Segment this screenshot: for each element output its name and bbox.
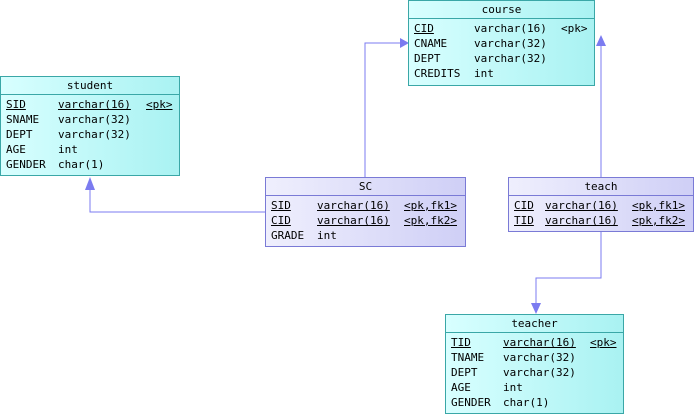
entity-attributes: CID varchar(16) <pk,fk1> TID varchar(16)… (509, 196, 693, 230)
attribute-type: varchar(16) (545, 214, 618, 227)
attribute-name: GENDER (6, 158, 46, 171)
attribute-row: SID varchar(16) <pk,fk1> (271, 198, 460, 213)
entity-student[interactable]: student SID varchar(16) <pk> SNAME varch… (0, 76, 180, 176)
attribute-key: <pk,fk2> (632, 214, 685, 227)
attribute-row: AGE int (6, 142, 174, 157)
entity-course[interactable]: course CID varchar(16) <pk> CNAME varcha… (408, 0, 595, 86)
attribute-type: varchar(32) (503, 366, 576, 379)
attribute-row: TNAME varchar(32) (451, 350, 618, 365)
entity-teach[interactable]: teach CID varchar(16) <pk,fk1> TID varch… (508, 177, 694, 232)
attribute-key: <pk> (561, 22, 588, 35)
attribute-name: GRADE (271, 229, 305, 242)
attribute-type: int (58, 143, 78, 156)
teach-to-teacher-connector (535, 205, 602, 306)
entity-sc[interactable]: SC SID varchar(16) <pk,fk1> CID varchar(… (265, 177, 466, 247)
attribute-row: TID varchar(16) <pk,fk2> (514, 213, 688, 228)
entity-teacher[interactable]: teacher TID varchar(16) <pk> TNAME varch… (445, 314, 624, 414)
attribute-name: SID (6, 98, 26, 111)
entity-attributes: SID varchar(16) <pk> SNAME varchar(32) D… (1, 95, 179, 174)
attribute-row: CREDITS int (414, 66, 589, 81)
entity-title: teach (509, 178, 693, 196)
attribute-type: varchar(32) (474, 52, 547, 65)
attribute-type: varchar(16) (545, 199, 618, 212)
attribute-name: TID (451, 336, 471, 349)
attribute-type: varchar(32) (503, 351, 576, 364)
attribute-row: GRADE int (271, 228, 460, 243)
attribute-type: char(1) (58, 158, 105, 171)
attribute-name: DEPT (6, 128, 33, 141)
attribute-row: DEPT varchar(32) (414, 51, 589, 66)
attribute-key: <pk> (590, 336, 617, 349)
arrowhead-student-icon (85, 177, 95, 190)
sc-to-student-connector (89, 185, 265, 213)
entity-title: course (409, 1, 594, 19)
attribute-name: CNAME (414, 37, 448, 50)
attribute-key: <pk> (146, 98, 173, 111)
entity-title: teacher (446, 315, 623, 333)
attribute-name: SNAME (6, 113, 40, 126)
attribute-type: char(1) (503, 396, 550, 409)
attribute-name: SID (271, 199, 291, 212)
attribute-row: DEPT varchar(32) (451, 365, 618, 380)
attribute-name: CID (514, 199, 534, 212)
attribute-name: TID (514, 214, 534, 227)
entity-title: student (1, 77, 179, 95)
attribute-row: DEPT varchar(32) (6, 127, 174, 142)
attribute-name: DEPT (414, 52, 441, 65)
attribute-row: SNAME varchar(32) (6, 112, 174, 127)
attribute-type: int (317, 229, 337, 242)
attribute-type: varchar(16) (317, 214, 390, 227)
entity-attributes: CID varchar(16) <pk> CNAME varchar(32) D… (409, 19, 594, 83)
attribute-row: GENDER char(1) (451, 395, 618, 410)
attribute-row: CID varchar(16) <pk,fk2> (271, 213, 460, 228)
attribute-row: GENDER char(1) (6, 157, 174, 172)
attribute-key: <pk,fk2> (404, 214, 457, 227)
attribute-type: varchar(16) (317, 199, 390, 212)
attribute-key: <pk,fk1> (632, 199, 685, 212)
arrowhead-course-left-icon (400, 38, 409, 48)
attribute-name: GENDER (451, 396, 491, 409)
attribute-type: varchar(32) (474, 37, 547, 50)
sc-to-course-connector (364, 42, 402, 177)
arrowhead-course-bottom-icon (596, 35, 606, 46)
attribute-type: varchar(32) (58, 113, 131, 126)
attribute-type: varchar(32) (58, 128, 131, 141)
attribute-type: varchar(16) (58, 98, 131, 111)
attribute-row: TID varchar(16) <pk> (451, 335, 618, 350)
attribute-name: AGE (6, 143, 26, 156)
attribute-row: AGE int (451, 380, 618, 395)
attribute-type: int (474, 67, 494, 80)
attribute-name: CID (414, 22, 434, 35)
attribute-name: CID (271, 214, 291, 227)
attribute-row: CNAME varchar(32) (414, 36, 589, 51)
entity-attributes: TID varchar(16) <pk> TNAME varchar(32) D… (446, 333, 623, 412)
attribute-row: SID varchar(16) <pk> (6, 97, 174, 112)
attribute-type: varchar(16) (474, 22, 547, 35)
entity-title: SC (266, 178, 465, 196)
attribute-type: int (503, 381, 523, 394)
attribute-row: CID varchar(16) <pk> (414, 21, 589, 36)
attribute-name: CREDITS (414, 67, 461, 80)
attribute-row: CID varchar(16) <pk,fk1> (514, 198, 688, 213)
attribute-name: DEPT (451, 366, 478, 379)
attribute-name: TNAME (451, 351, 485, 364)
attribute-type: varchar(16) (503, 336, 576, 349)
attribute-name: AGE (451, 381, 471, 394)
arrowhead-teacher-icon (531, 303, 541, 314)
attribute-key: <pk,fk1> (404, 199, 457, 212)
entity-attributes: SID varchar(16) <pk,fk1> CID varchar(16)… (266, 196, 465, 245)
